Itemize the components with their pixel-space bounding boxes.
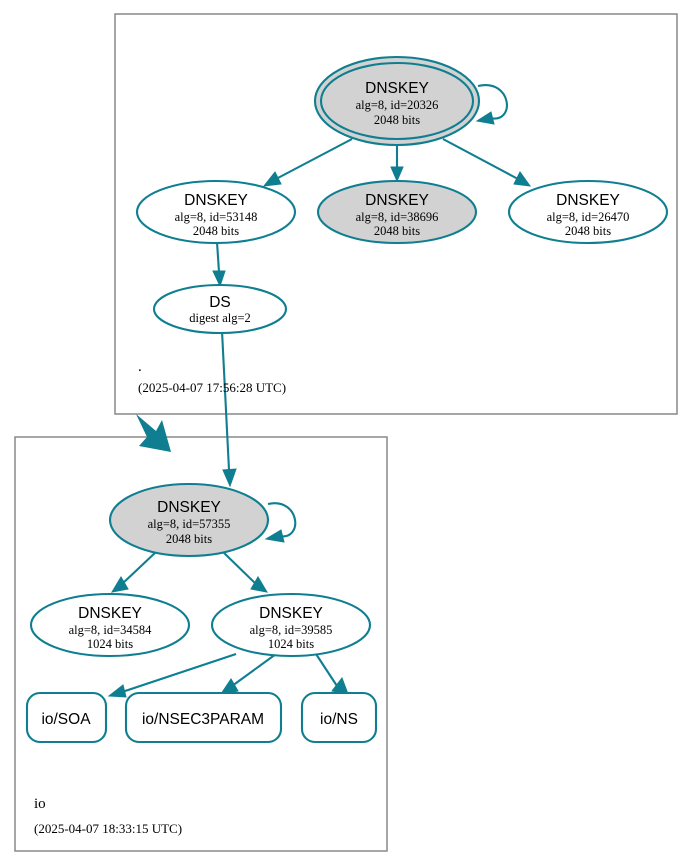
edge-ds-to-io-ksk xyxy=(220,330,237,488)
node-subtitle-alg-id: alg=8, id=20326 xyxy=(356,98,439,112)
zone-timestamp-root: (2025-04-07 17:56:28 UTC) xyxy=(138,380,286,395)
node-title: DNSKEY xyxy=(157,499,221,516)
node-title: DNSKEY xyxy=(184,192,248,209)
node-subtitle-alg-id: alg=8, id=34584 xyxy=(69,623,153,637)
node-subtitle-alg-id: alg=8, id=26470 xyxy=(547,210,630,224)
node-title: DNSKEY xyxy=(365,192,429,209)
trust-chain-arrow xyxy=(136,414,171,452)
node-rrset-io-ns[interactable]: io/NS xyxy=(300,691,378,744)
node-subtitle-alg-id: alg=8, id=39585 xyxy=(250,623,333,637)
node-rrset-io-soa[interactable]: io/SOA xyxy=(25,691,108,744)
zone-label-root: . xyxy=(138,359,142,375)
node-subtitle-alg-id: alg=8, id=53148 xyxy=(175,210,258,224)
rrset-label: io/NSEC3PARAM xyxy=(142,711,264,728)
node-dnskey-io-zsk-39585[interactable]: DNSKEY alg=8, id=39585 1024 bits xyxy=(210,592,372,658)
node-subtitle-digest: digest alg=2 xyxy=(189,311,251,325)
edge-io-ksk-to-zsk-39585 xyxy=(221,550,269,593)
zone-container-io xyxy=(14,436,388,852)
zone-timestamp-io: (2025-04-07 18:33:15 UTC) xyxy=(34,821,182,836)
edge-root-ksk-to-zsk-38696 xyxy=(390,142,404,183)
node-title: DS xyxy=(209,294,231,311)
node-subtitle-size: 1024 bits xyxy=(268,637,314,651)
edge-io-zsk-to-ns xyxy=(315,653,349,695)
node-subtitle-size: 1024 bits xyxy=(87,637,133,651)
zone-label-io: io xyxy=(34,796,46,812)
node-dnskey-root-ksk-20326[interactable]: DNSKEY alg=8, id=20326 2048 bits xyxy=(313,55,481,147)
node-subtitle-size: 2048 bits xyxy=(193,224,239,238)
node-subtitle-size: 2048 bits xyxy=(374,224,420,238)
edge-io-zsk-to-nsec3param xyxy=(219,653,277,695)
edge-self-sign-root-ksk xyxy=(475,84,508,125)
node-title: DNSKEY xyxy=(78,605,142,622)
node-dnskey-io-ksk-57355[interactable]: DNSKEY alg=8, id=57355 2048 bits xyxy=(108,482,270,558)
node-title: DNSKEY xyxy=(556,192,620,209)
node-subtitle-alg-id: alg=8, id=57355 xyxy=(148,517,231,531)
node-dnskey-io-zsk-34584[interactable]: DNSKEY alg=8, id=34584 1024 bits xyxy=(29,592,191,658)
edge-io-ksk-to-zsk-34584 xyxy=(110,550,158,593)
zone-container-root xyxy=(114,13,678,415)
edge-self-sign-io-ksk xyxy=(264,502,297,543)
node-dnskey-root-zsk-53148[interactable]: DNSKEY alg=8, id=53148 2048 bits xyxy=(135,179,297,245)
node-rrset-io-nsec3param[interactable]: io/NSEC3PARAM xyxy=(124,691,283,744)
node-subtitle-size: 2048 bits xyxy=(565,224,611,238)
node-dnskey-root-zsk-26470[interactable]: DNSKEY alg=8, id=26470 2048 bits xyxy=(507,179,669,245)
rrset-label: io/NS xyxy=(320,711,358,728)
node-subtitle-size: 2048 bits xyxy=(374,113,420,127)
node-title: DNSKEY xyxy=(365,80,429,97)
node-subtitle-alg-id: alg=8, id=38696 xyxy=(356,210,439,224)
edge-io-zsk-to-soa xyxy=(107,653,237,698)
node-subtitle-size: 2048 bits xyxy=(166,532,212,546)
edge-root-ksk-to-zsk-26470 xyxy=(442,138,532,187)
rrset-label: io/SOA xyxy=(41,711,91,728)
edge-root-zsk-to-ds xyxy=(212,241,226,288)
node-ds-root[interactable]: DS digest alg=2 xyxy=(152,283,288,335)
node-dnskey-root-zsk-38696[interactable]: DNSKEY alg=8, id=38696 2048 bits xyxy=(316,179,478,245)
node-title: DNSKEY xyxy=(259,605,323,622)
edge-root-ksk-to-zsk-53148 xyxy=(262,138,353,187)
